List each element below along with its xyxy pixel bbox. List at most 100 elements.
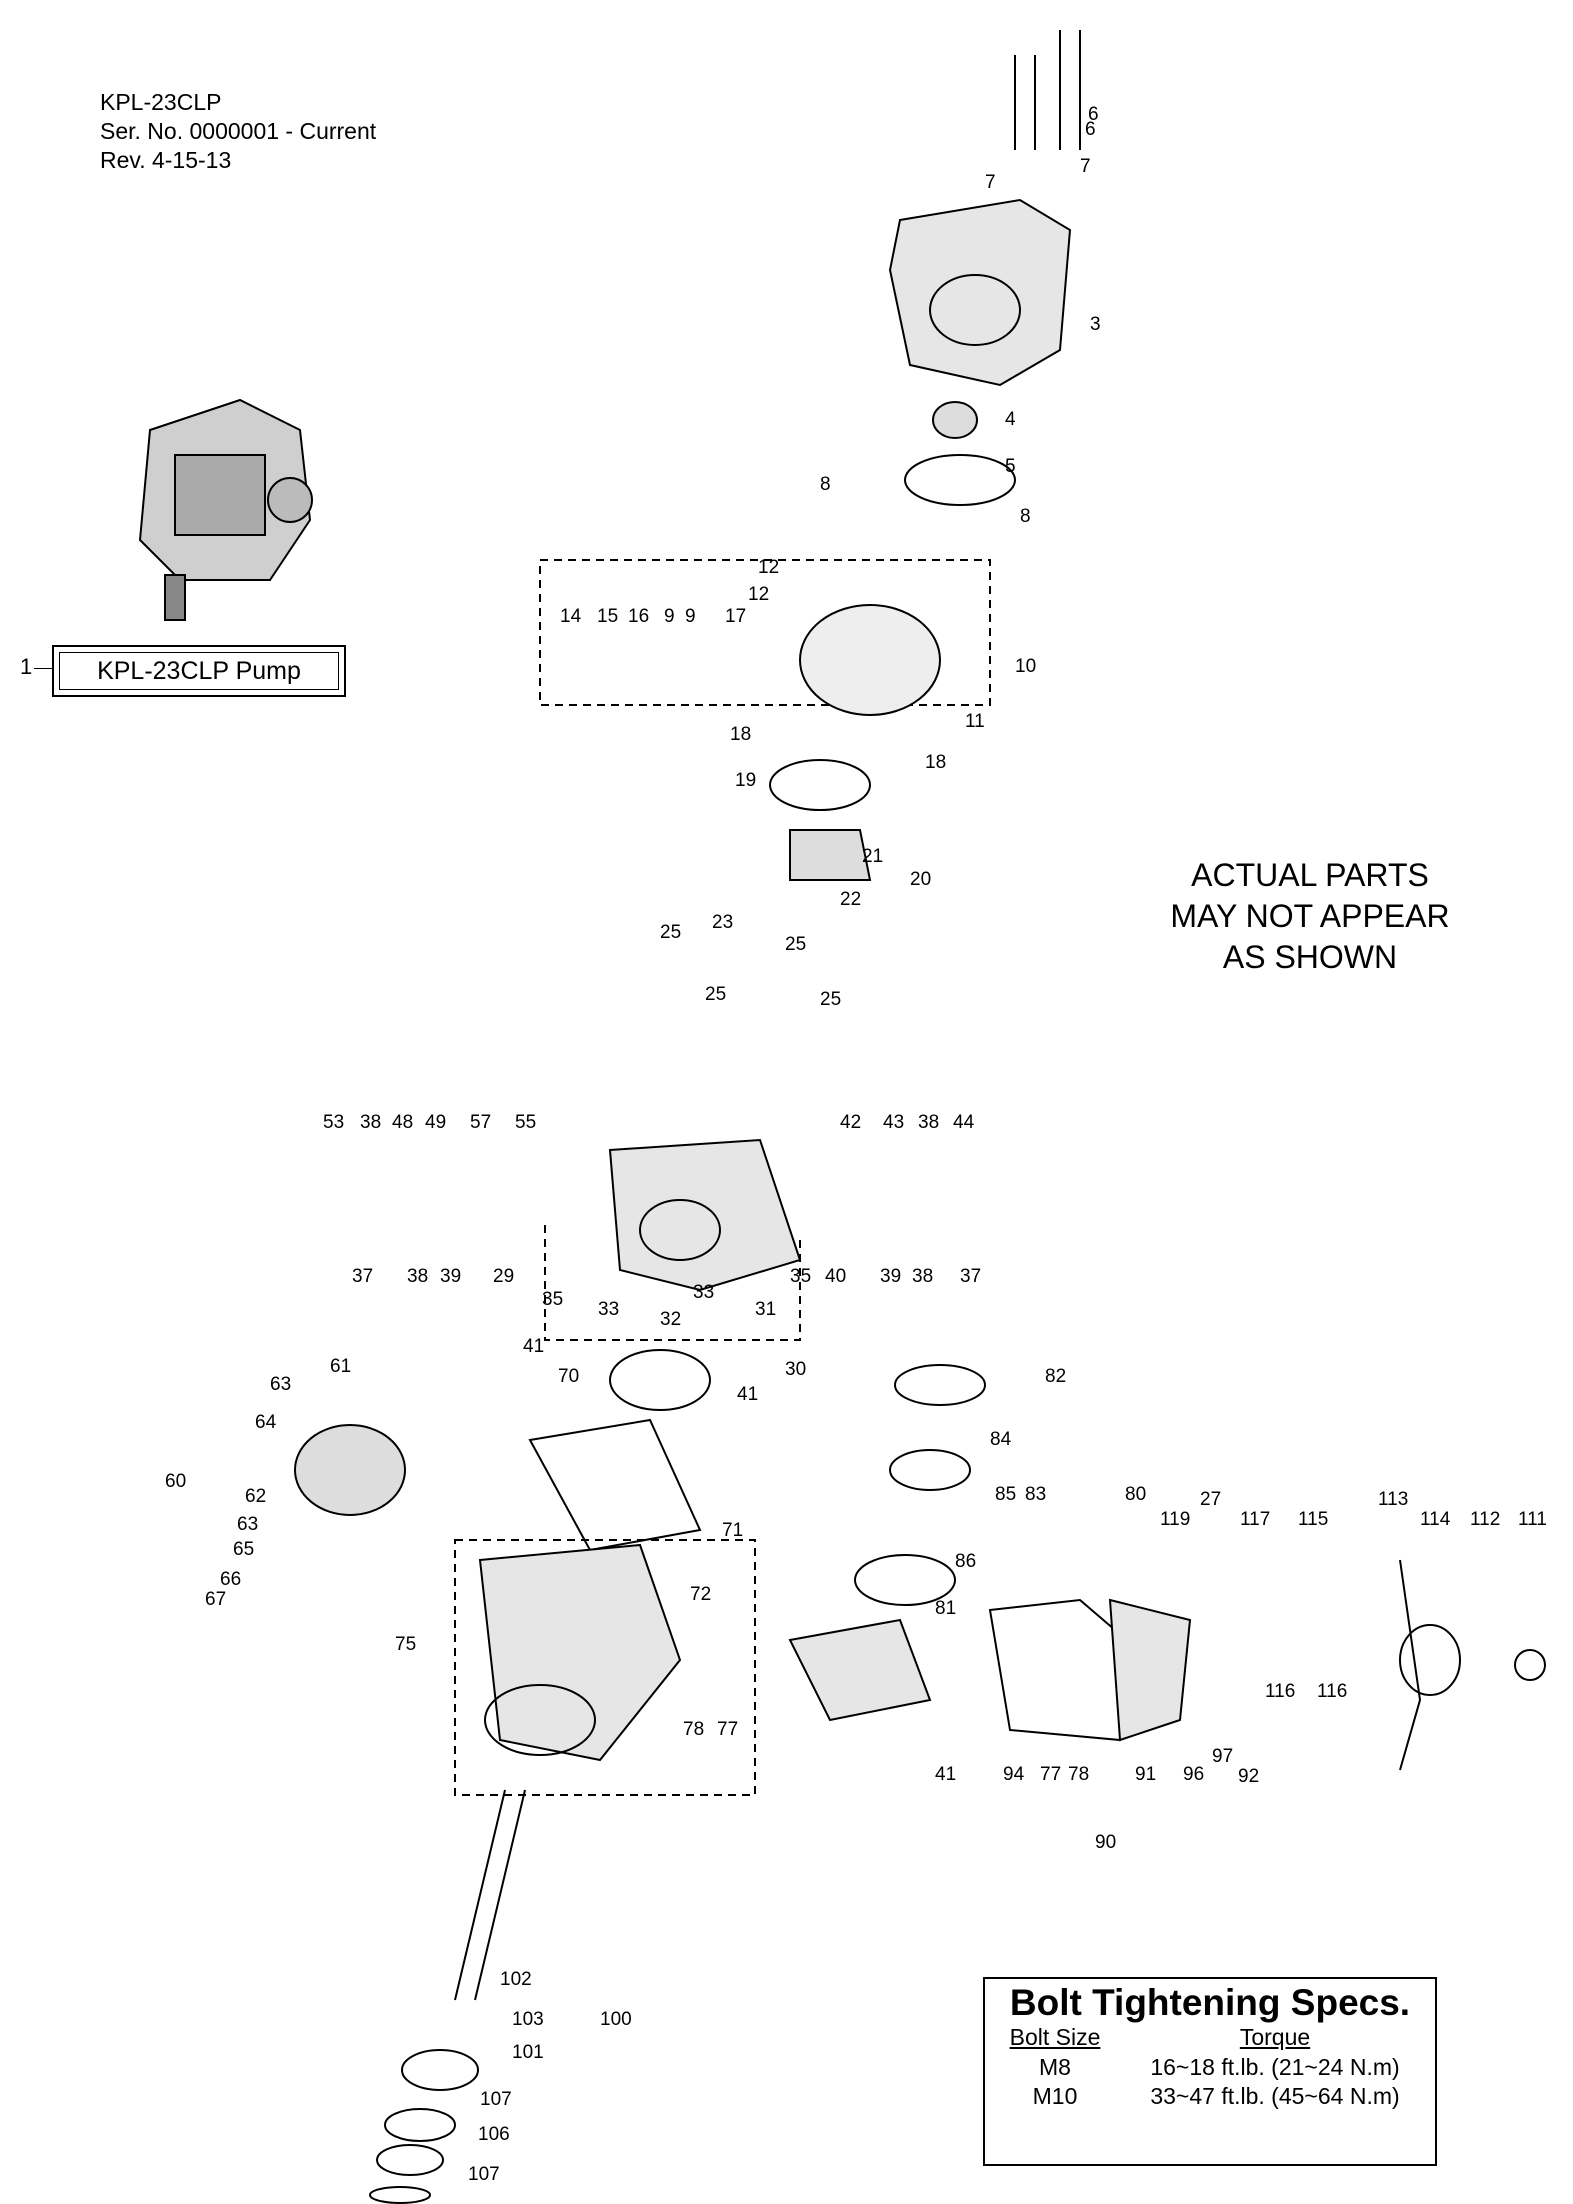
pump-label: KPL-23CLP Pump xyxy=(59,652,339,690)
specs-size-cell: M8 xyxy=(1039,2054,1071,2080)
part-callout-39: 39 xyxy=(880,1266,901,1287)
part-callout-38: 38 xyxy=(407,1266,428,1287)
part-callout-77: 77 xyxy=(1040,1764,1061,1785)
part-callout-80: 80 xyxy=(1125,1484,1146,1505)
part-callout-37: 37 xyxy=(960,1266,981,1287)
part-callout-86: 86 xyxy=(955,1551,976,1572)
part-callout-38: 38 xyxy=(360,1112,381,1133)
part-callout-78: 78 xyxy=(683,1719,704,1740)
part-callout-107: 107 xyxy=(480,2089,512,2110)
part-callout-91: 91 xyxy=(1135,1764,1156,1785)
part-callout-92: 92 xyxy=(1238,1766,1259,1787)
part-callout-10: 10 xyxy=(1015,656,1036,677)
part-callout-64: 64 xyxy=(255,1412,277,1433)
part-callout-71: 71 xyxy=(722,1520,743,1541)
specs-col-torque: Torque xyxy=(1239,2024,1311,2050)
part-callout-77: 77 xyxy=(717,1719,738,1740)
part-callout-48: 48 xyxy=(392,1112,413,1133)
notice-line-1: ACTUAL PARTS xyxy=(1191,857,1429,893)
part-callout-25: 25 xyxy=(785,934,806,955)
part-callout-115: 115 xyxy=(1298,1509,1328,1530)
part-callout-7: 7 xyxy=(1080,156,1091,177)
part-callout-44: 44 xyxy=(953,1112,975,1133)
part-callout-12: 12 xyxy=(758,557,779,578)
part-callout-25: 25 xyxy=(820,989,841,1010)
part-callout-70: 70 xyxy=(558,1366,579,1387)
actual-parts-notice: ACTUAL PARTS MAY NOT APPEAR AS SHOWN xyxy=(1120,855,1500,978)
part-callout-22: 22 xyxy=(840,889,861,910)
header-block: KPL-23CLP Ser. No. 0000001 - Current Rev… xyxy=(100,88,376,175)
part-callout-94: 94 xyxy=(1003,1764,1025,1785)
part-callout-100: 100 xyxy=(600,2009,632,2030)
part-callout-15: 15 xyxy=(597,606,618,627)
part-callout-90: 90 xyxy=(1095,1832,1116,1853)
part-callout-49: 49 xyxy=(425,1112,446,1133)
part-callout-8: 8 xyxy=(820,474,831,495)
part-callout-116: 116 xyxy=(1317,1681,1347,1702)
part-callout-62: 62 xyxy=(245,1486,266,1507)
part-callout-114: 114 xyxy=(1420,1509,1451,1530)
part-callout-9: 9 xyxy=(685,606,696,627)
part-callout-37: 37 xyxy=(352,1266,373,1287)
part-callout-63: 63 xyxy=(270,1374,291,1395)
part-callout-14: 14 xyxy=(560,606,582,627)
part-callout-41: 41 xyxy=(523,1336,544,1357)
pump-callout-number: 1 xyxy=(20,654,33,679)
part-callout-39: 39 xyxy=(440,1266,461,1287)
part-callout-25: 25 xyxy=(660,922,681,943)
part-callout-41: 41 xyxy=(737,1384,758,1405)
part-callout-84: 84 xyxy=(990,1429,1012,1450)
part-callout-65: 65 xyxy=(233,1539,254,1560)
specs-col-size: Bolt Size xyxy=(1009,2024,1101,2050)
pump-callout-leader xyxy=(34,668,52,669)
part-callout-66: 66 xyxy=(220,1569,241,1590)
part-callout-23: 23 xyxy=(712,912,733,933)
part-callout-112: 112 xyxy=(1470,1509,1500,1530)
specs-torque-cell: 16~18 ft.lb. (21~24 N.m) xyxy=(1150,2054,1400,2080)
part-callout-81: 81 xyxy=(935,1598,956,1619)
part-callout-116: 116 xyxy=(1265,1681,1295,1702)
specs-torque-cell: 33~47 ft.lb. (45~64 N.m) xyxy=(1150,2083,1400,2109)
part-callout-8: 8 xyxy=(1020,506,1031,527)
part-callout-35: 35 xyxy=(790,1266,811,1287)
part-callout-38: 38 xyxy=(912,1266,933,1287)
part-callout-4: 4 xyxy=(1005,409,1016,430)
part-callout-3: 3 xyxy=(1090,314,1101,335)
part-callout-63: 63 xyxy=(237,1514,258,1535)
part-callout-19: 19 xyxy=(735,770,756,791)
part-callout-103: 103 xyxy=(512,2009,544,2030)
part-callout-7: 7 xyxy=(985,172,996,193)
part-callout-119: 119 xyxy=(1160,1509,1190,1530)
pump-thumbnail-image xyxy=(138,398,313,621)
part-callout-38: 38 xyxy=(918,1112,939,1133)
part-callout-61: 61 xyxy=(330,1356,351,1377)
part-callout-16: 16 xyxy=(628,606,649,627)
part-callout-42: 42 xyxy=(840,1112,861,1133)
part-callout-55: 55 xyxy=(515,1112,536,1133)
part-callout-97: 97 xyxy=(1212,1746,1233,1767)
part-callout-107: 107 xyxy=(468,2164,500,2185)
part-callout-72: 72 xyxy=(690,1584,711,1605)
pump-label-box: KPL-23CLP Pump xyxy=(52,645,346,697)
part-callout-33: 33 xyxy=(598,1299,619,1320)
part-callout-78: 78 xyxy=(1068,1764,1089,1785)
part-callout-25: 25 xyxy=(705,984,726,1005)
specs-row: M10 33~47 ft.lb. (45~64 N.m) xyxy=(995,2082,1435,2111)
specs-row: M8 16~18 ft.lb. (21~24 N.m) xyxy=(995,2053,1435,2082)
specs-title: Bolt Tightening Specs. xyxy=(1009,1982,1411,2023)
part-callout-43: 43 xyxy=(883,1112,904,1133)
part-callout-27: 27 xyxy=(1200,1489,1221,1510)
revision-label: Rev. 4-15-13 xyxy=(100,147,232,173)
part-callout-106: 106 xyxy=(478,2124,510,2145)
part-callout-67: 67 xyxy=(205,1589,226,1610)
part-callout-11: 11 xyxy=(965,711,985,732)
part-callout-60: 60 xyxy=(165,1471,186,1492)
part-callout-29: 29 xyxy=(493,1266,514,1287)
part-callout-18: 18 xyxy=(925,752,946,773)
part-callout-17: 17 xyxy=(725,606,746,627)
part-callout-18: 18 xyxy=(730,724,751,745)
part-callout-21: 21 xyxy=(862,846,883,867)
part-callout-32: 32 xyxy=(660,1309,681,1330)
part-callout-20: 20 xyxy=(910,869,931,890)
